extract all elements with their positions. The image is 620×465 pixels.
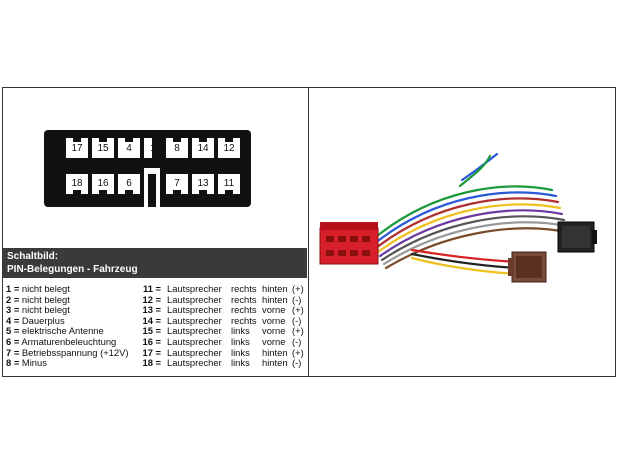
pin-position: hinten — [262, 293, 288, 305]
pin-row: 1 = nicht belegt — [6, 283, 140, 295]
pin-function: Lautsprecher — [167, 283, 222, 294]
pin-row: 13 = Lautsprecher rechts vorne (+) — [141, 305, 306, 316]
pin-function: Lautsprecher — [167, 304, 222, 316]
pin-number: 16 = — [142, 335, 161, 347]
pin-side: rechts — [231, 314, 257, 326]
pin-number: 11 = — [143, 283, 161, 294]
pin-label: 16 — [97, 178, 109, 189]
pin-function: Armaturenbeleuchtung — [21, 335, 117, 347]
pin-row: 4 = Dauerplus — [6, 314, 140, 327]
pin-label: 12 — [223, 143, 235, 154]
pin-number: 17 = — [142, 346, 161, 358]
pin-row: 17 = Lautsprecher links hinten (+) — [141, 346, 306, 359]
pin-row: 14 = Lautsprecher rechts vorne (-) — [141, 314, 306, 327]
red-plug — [319, 222, 379, 265]
pin-function: Lautsprecher — [167, 314, 222, 326]
pin-function: Minus — [21, 357, 47, 369]
pin-row: 16 = Lautsprecher links vorne (-) — [141, 335, 306, 348]
pin-number: 14 = — [142, 314, 161, 326]
pin-function: Lautsprecher — [167, 357, 222, 369]
pin-label: 17 — [71, 143, 83, 154]
pin-function: nicht belegt — [21, 304, 70, 316]
pin-position: hinten — [262, 283, 288, 294]
pin-position: vorne — [262, 325, 286, 337]
pin-row: 12 = Lautsprecher rechts hinten (-) — [141, 293, 306, 306]
pin-side: rechts — [231, 304, 257, 316]
pin-polarity: (+) — [292, 346, 304, 358]
pin-polarity: (+) — [292, 325, 304, 337]
pin-number: 12 = — [142, 293, 161, 305]
pin-label: 8 — [174, 143, 180, 154]
pin-position: hinten — [262, 346, 288, 358]
pin-row: 5 = elektrische Antenne — [6, 326, 140, 337]
pin-function: elektrische Antenne — [21, 325, 104, 337]
pin-polarity: (-) — [292, 335, 302, 347]
pin-number: 15 = — [142, 325, 161, 337]
pin-row: 7 = Betriebsspannung (+12V) — [6, 346, 140, 359]
pin-side: links — [231, 357, 250, 369]
pin-position: vorne — [262, 335, 286, 347]
pin-side: links — [231, 335, 250, 347]
pin-label: 4 — [126, 143, 132, 154]
pin-number: 1 = — [6, 283, 20, 294]
pin-label: 11 — [223, 178, 235, 189]
pin-label: 6 — [126, 178, 132, 189]
pin-function: nicht belegt — [21, 293, 70, 305]
pin-table-right: 11 = Lautsprecher rechts hinten (+) 12 = Laut… — [141, 283, 306, 369]
connector-outline — [44, 130, 251, 207]
pin-function: Betriebsspannung (+12V) — [21, 346, 129, 358]
pin-function: nicht belegt — [21, 283, 70, 294]
pin-function: Dauerplus — [21, 314, 65, 326]
pin-number: 8 = — [6, 357, 20, 369]
pin-number: 18 = — [142, 357, 161, 369]
pin-label: 1 — [150, 143, 156, 154]
pin-table-left: 1 = nicht belegt 2 = nicht belegt 3 = ni… — [6, 283, 140, 369]
pin-row: 6 = Armaturenbeleuchtung — [6, 335, 140, 348]
pin-polarity: (-) — [292, 293, 302, 305]
pin-number: 13 = — [142, 304, 161, 316]
pin-side: rechts — [231, 283, 257, 294]
pin-number: 5 = — [6, 325, 20, 337]
figure-frame — [2, 87, 616, 377]
pin-row: 18 = Lautsprecher links hinten (-) — [141, 358, 306, 369]
pin-function: Lautsprecher — [167, 346, 222, 358]
pin-row: 3 = nicht belegt — [6, 304, 140, 316]
schematic-subtitle: PIN-Belegungen - Fahrzeug — [7, 264, 138, 275]
connector-pinout-diagram: 17 15 4 1 8 14 12 18 16 6 7 13 11 — [44, 130, 251, 207]
panel-divider — [308, 87, 309, 377]
pin-function: Lautsprecher — [167, 293, 222, 305]
pin-polarity: (-) — [292, 314, 302, 326]
pin-polarity: (+) — [292, 283, 304, 294]
pin-label: 15 — [97, 143, 109, 154]
pin-position: vorne — [262, 304, 286, 316]
pin-row: 2 = nicht belegt — [6, 293, 140, 306]
pin-side: links — [231, 346, 250, 358]
pin-side: links — [231, 325, 250, 337]
pin-function: Lautsprecher — [167, 325, 222, 337]
pin-number: 3 = — [6, 304, 20, 316]
schematic-header-band — [3, 248, 307, 278]
pin-number: 2 = — [6, 293, 20, 305]
schematic-title: Schaltbild: — [7, 251, 59, 262]
pin-number: 7 = — [6, 346, 20, 358]
pin-side: rechts — [231, 293, 257, 305]
pin-label: 14 — [197, 143, 209, 154]
pin-row: 11 = Lautsprecher rechts hinten (+) — [141, 283, 306, 295]
pin-polarity: (-) — [292, 357, 302, 369]
pin-number: 4 = — [6, 314, 20, 326]
pin-label: 7 — [174, 178, 180, 189]
pin-row: 15 = Lautsprecher links vorne (+) — [141, 326, 306, 337]
pin-label: 13 — [197, 178, 209, 189]
pin-position: vorne — [262, 314, 286, 326]
pin-row: 8 = Minus — [6, 357, 140, 369]
pin-label: 18 — [71, 178, 83, 189]
pin-position: hinten — [262, 357, 288, 369]
pin-function: Lautsprecher — [167, 335, 222, 347]
pin-number: 6 = — [6, 335, 20, 347]
pin-polarity: (+) — [292, 304, 304, 316]
adapter-cable-image — [312, 150, 612, 310]
